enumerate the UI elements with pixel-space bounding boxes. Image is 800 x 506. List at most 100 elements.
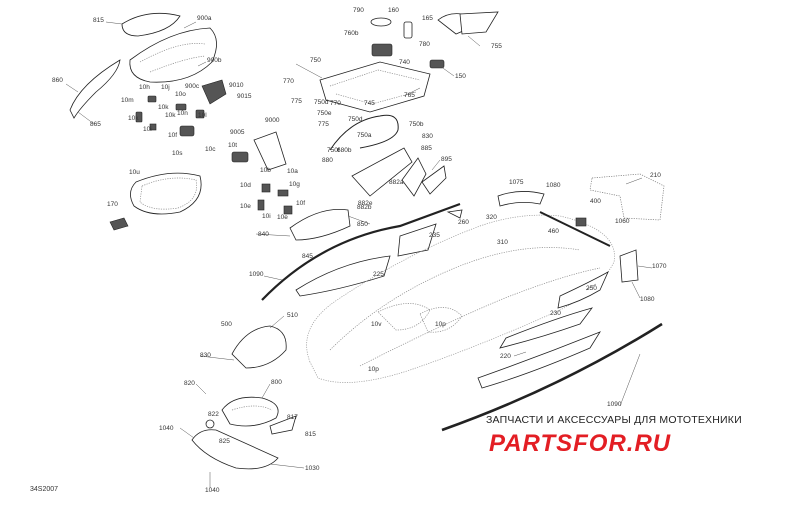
callout-c165: 165 xyxy=(422,15,433,22)
callout-c9010: 9010 xyxy=(229,82,244,89)
callout-c740: 740 xyxy=(399,59,410,66)
callout-c900a: 900a xyxy=(197,15,212,22)
callout-c822: 822 xyxy=(208,411,219,418)
callout-c775b: 775 xyxy=(318,121,329,128)
callout-c260: 260 xyxy=(458,219,469,226)
fittings-cluster xyxy=(135,79,227,137)
part-10u-mat xyxy=(130,172,202,215)
part-850 xyxy=(289,209,351,241)
callout-c765: 765 xyxy=(404,92,415,99)
callout-c1090a: 1090 xyxy=(249,271,264,278)
callout-c10l: 10l xyxy=(198,112,207,119)
callout-c10t: 10t xyxy=(228,142,237,149)
partsfor-logo: PARTSFOR.RU xyxy=(487,430,757,457)
callout-c885: 885 xyxy=(421,145,432,152)
callout-c815b: 815 xyxy=(305,431,316,438)
part-1060 xyxy=(539,211,611,247)
callout-c400: 400 xyxy=(590,198,601,205)
callout-c845: 845 xyxy=(302,253,313,260)
callout-c880: 880 xyxy=(322,157,333,164)
callout-c10k3: 10k xyxy=(165,112,176,119)
callout-c817: 817 xyxy=(287,414,298,421)
part-822 xyxy=(205,419,215,429)
callout-c10f2: 10f xyxy=(296,200,305,207)
callout-c10b: 10b xyxy=(260,167,271,174)
part-1090-lower-trim xyxy=(441,322,663,432)
callout-c210: 210 xyxy=(650,172,661,179)
part-260 xyxy=(446,209,463,219)
callout-c9000: 9000 xyxy=(265,117,280,124)
part-1070 xyxy=(619,249,639,283)
callout-c10e2: 10e xyxy=(277,214,288,221)
callout-c510: 510 xyxy=(287,312,298,319)
callout-c225: 225 xyxy=(373,271,384,278)
callout-c1040a: 1040 xyxy=(159,425,174,432)
part-250 xyxy=(557,271,609,309)
callout-c760b: 760b xyxy=(344,30,359,37)
callout-c800: 800 xyxy=(271,379,282,386)
callout-c10p: 10p xyxy=(435,321,446,328)
callout-c830: 830 xyxy=(422,133,433,140)
callout-c850: 850 xyxy=(357,221,368,228)
callout-c10v: 10v xyxy=(371,321,382,328)
callout-c10j: 10j xyxy=(161,84,170,91)
leader-lines xyxy=(65,21,653,488)
logo-wordmark: PARTSFOR.RU xyxy=(489,430,671,457)
part-815-cover xyxy=(121,12,181,37)
part-1075 xyxy=(497,191,545,207)
callout-c1080b: 1080 xyxy=(640,296,655,303)
callout-c9015: 9015 xyxy=(237,93,252,100)
part-400 xyxy=(575,217,587,227)
part-817 xyxy=(269,415,297,435)
part-9000 xyxy=(253,131,287,171)
callout-c1090b: 1090 xyxy=(607,401,622,408)
callout-c1075: 1075 xyxy=(509,179,524,186)
callout-c10i: 10i xyxy=(143,126,152,133)
callout-c895: 895 xyxy=(441,156,452,163)
callout-c750d2: 750d xyxy=(348,116,363,123)
part-895 xyxy=(421,165,447,195)
callout-c9005: 9005 xyxy=(230,129,245,136)
part-755 xyxy=(459,11,499,35)
callout-c860: 860 xyxy=(52,77,63,84)
callout-c750e: 750e xyxy=(317,110,332,117)
callout-c10m: 10m xyxy=(121,97,134,104)
part-160 xyxy=(403,21,413,39)
callout-c500: 500 xyxy=(221,321,232,328)
callout-c882b: 882b xyxy=(357,204,372,211)
part-230 xyxy=(499,307,594,349)
callout-c750d: 750d xyxy=(314,99,329,106)
callout-c10h: 10h xyxy=(139,84,150,91)
callout-c10i2: 10i xyxy=(262,213,271,220)
callout-c460: 460 xyxy=(548,228,559,235)
callout-c840: 840 xyxy=(258,231,269,238)
callout-c900b: 900b xyxy=(207,57,222,64)
callout-c830b: 830 xyxy=(200,352,211,359)
callout-c10o: 10o xyxy=(175,91,186,98)
callout-c882a: 882a xyxy=(389,179,404,186)
callout-c775a: 775 xyxy=(291,98,302,105)
part-170 xyxy=(109,217,129,231)
callout-c882e: 882e xyxy=(358,200,373,207)
callout-c790: 790 xyxy=(353,7,364,14)
callout-c815a: 815 xyxy=(93,17,104,24)
callout-c250: 250 xyxy=(586,285,597,292)
callout-c10k2: 10k xyxy=(128,115,139,122)
part-750-plate xyxy=(319,61,431,113)
part-900-bin xyxy=(129,27,217,83)
callout-c745: 745 xyxy=(364,100,375,107)
callout-c320: 320 xyxy=(486,214,497,221)
callout-c235: 235 xyxy=(429,232,440,239)
callout-c680b: 680b xyxy=(337,147,352,154)
callout-c310: 310 xyxy=(497,239,508,246)
callout-c170: 170 xyxy=(107,201,118,208)
callout-c1070: 1070 xyxy=(652,263,667,270)
part-885 xyxy=(401,157,427,197)
part-210 xyxy=(589,173,665,221)
callout-c10f: 10f xyxy=(168,132,177,139)
part-500 xyxy=(231,325,287,369)
callout-c1040b: 1040 xyxy=(205,487,220,494)
watermark-text: ЗАПЧАСТИ И АКСЕССУАРЫ ДЛЯ МОТОТЕХНИКИ xyxy=(486,414,742,426)
